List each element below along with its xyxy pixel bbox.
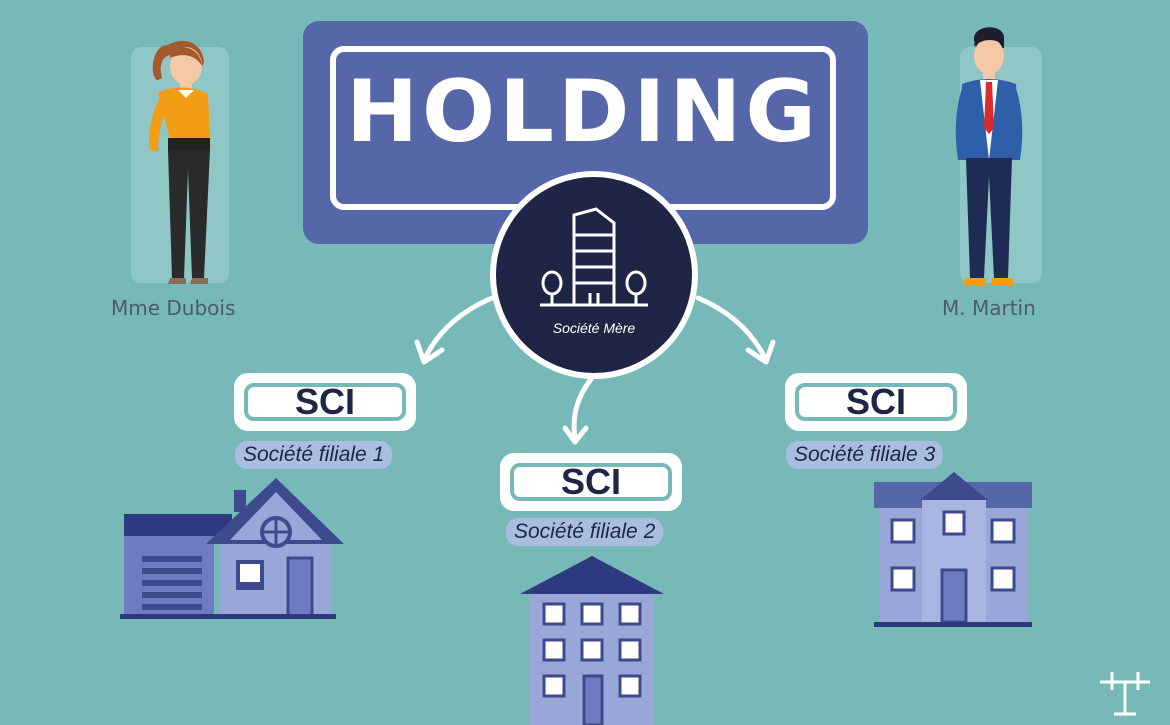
arrow-head-3: [745, 339, 776, 365]
filiale-label-3: Société filiale 3: [786, 441, 944, 469]
holding-title: HOLDING: [346, 62, 820, 162]
building-filiale-3: [874, 472, 1032, 627]
sci-box-2: SCI: [500, 453, 682, 511]
arrow-to-filiale-1: [422, 295, 495, 361]
sci-box-3-frame: [795, 383, 957, 421]
filiale-label-1: Société filiale 1: [235, 441, 393, 469]
filiale-label-2: Société filiale 2: [506, 518, 664, 546]
arrows: [414, 295, 776, 445]
building-icon: [540, 207, 648, 307]
martin-figure: [955, 27, 1023, 286]
house-filiale-1: [120, 478, 344, 619]
sci-label-2: SCI: [560, 461, 621, 502]
sci-box-1-frame: [244, 383, 406, 421]
arrow-to-filiale-3: [695, 295, 768, 361]
martin-name: M. Martin: [942, 296, 1036, 320]
building-filiale-2: [520, 556, 664, 725]
arrow-to-filiale-2: [571, 375, 595, 441]
dubois-name: Mme Dubois: [111, 296, 236, 320]
sci-label-1: SCI: [294, 381, 355, 422]
mother-company-node: [490, 171, 698, 379]
sci-box-3: SCI: [785, 373, 967, 431]
sci-box-1: SCI: [234, 373, 416, 431]
logo-icon: [1100, 672, 1150, 716]
dubois-figure: [149, 40, 211, 284]
sci-label-3: SCI: [845, 381, 906, 422]
sci-box-2-frame: [510, 463, 672, 501]
arrow-head-1: [414, 339, 445, 365]
arrow-head-2: [562, 425, 589, 445]
mother-company-label: Société Mère: [552, 320, 636, 336]
